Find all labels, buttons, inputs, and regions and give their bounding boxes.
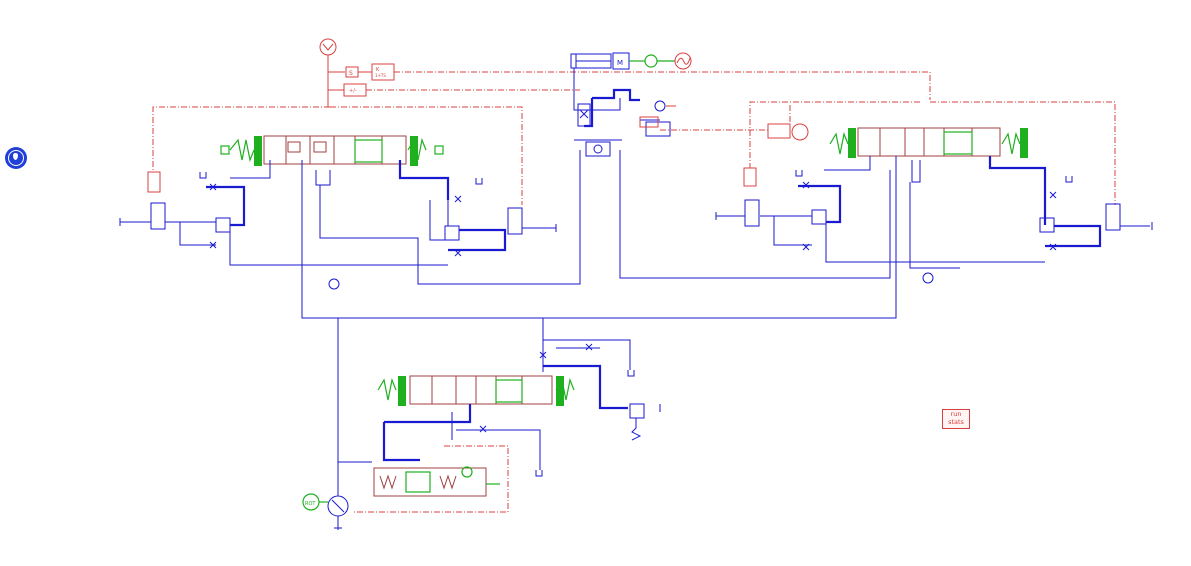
spring-left-outer <box>220 136 444 166</box>
proportional-valve-right-circuit[interactable] <box>744 199 760 227</box>
signal-source-icon[interactable] <box>674 52 692 70</box>
svg-text:+/-: +/- <box>349 88 357 94</box>
hydraulic-library-icon[interactable] <box>5 147 27 169</box>
run-stats-block[interactable]: run stats <box>942 409 970 429</box>
directional-valve-right[interactable] <box>857 127 1001 157</box>
pressure-gauge-icon[interactable] <box>328 278 340 290</box>
svg-text:1+TS: 1+TS <box>375 73 386 78</box>
electric-motor[interactable]: M <box>612 52 630 70</box>
proportional-valve-right[interactable] <box>507 207 523 235</box>
spring-right-outer <box>829 128 1028 158</box>
directional-valve-bottom[interactable] <box>409 375 553 405</box>
rotary-signal-source-icon[interactable] <box>791 123 809 141</box>
run-stats-line-2: stats <box>948 418 964 426</box>
pressure-gauge-icon[interactable] <box>922 272 934 284</box>
pressure-valve-far-right[interactable] <box>1039 217 1055 233</box>
svg-text:K: K <box>376 67 380 73</box>
svg-text:M: M <box>617 59 623 67</box>
linear-actuator-bottom[interactable] <box>373 467 487 497</box>
proportional-valve-far-right[interactable] <box>1105 203 1121 231</box>
check-valve[interactable] <box>577 103 591 127</box>
pressure-valve-left[interactable] <box>215 217 231 233</box>
svg-text:S: S <box>349 70 353 77</box>
spring-bottom-outer <box>377 376 575 406</box>
shuttle-valve[interactable] <box>585 141 611 157</box>
svg-text:ROT: ROT <box>305 501 316 507</box>
run-stats-line-1: run <box>950 410 962 418</box>
actuator-cylinder[interactable] <box>570 53 612 69</box>
mechanical-source-icon[interactable] <box>644 54 658 68</box>
pressure-valve-right-circuit[interactable] <box>811 209 827 225</box>
tank-icon <box>119 170 1153 529</box>
pressure-gauge-icon[interactable] <box>654 100 666 112</box>
pressure-valve-right[interactable] <box>444 225 460 241</box>
rotary-signal-source-icon[interactable] <box>319 38 337 56</box>
directional-valve-left[interactable] <box>263 135 407 165</box>
orifice-icon <box>209 181 1057 433</box>
pressure-valve-bottom[interactable] <box>629 403 645 419</box>
proportional-valve-left[interactable] <box>150 202 166 230</box>
